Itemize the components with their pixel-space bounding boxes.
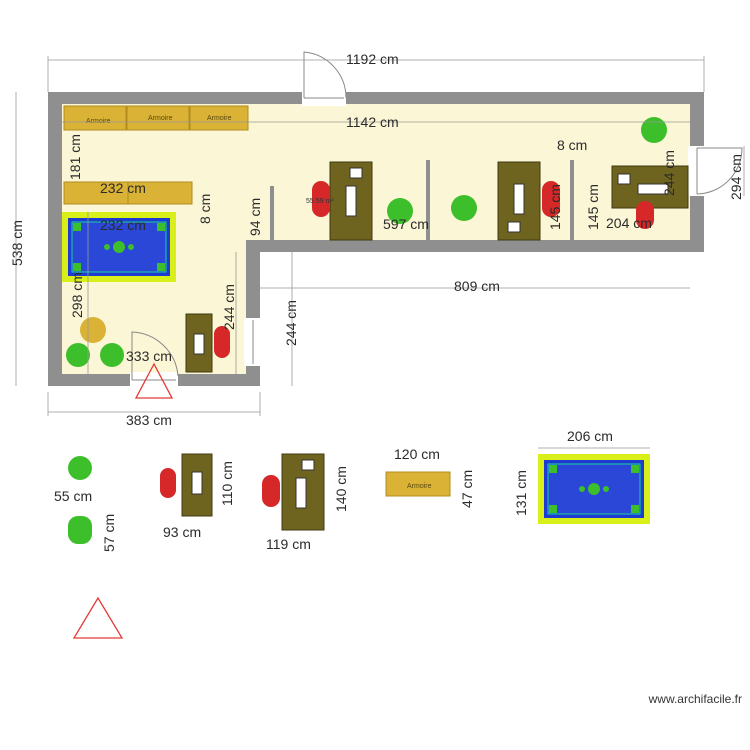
dim-height-244-b: 244 cm [283,300,299,346]
partition-2 [426,160,430,240]
dim-inner-width: 1142 cm [346,114,399,130]
legend-desk-large-width: 119 cm [266,536,311,552]
dim-door-333: 333 cm [126,348,172,364]
top-door-swing [303,51,347,99]
legend-desk-small-height: 110 cm [219,461,235,506]
chair-red-3 [542,181,560,217]
dim-right-door: 294 cm [728,154,744,200]
dim-cabinet-bottom: 232 cm [100,217,146,233]
chair-red-4 [636,201,654,229]
legend-rug-height: 131 cm [513,470,529,516]
desk-right-office[interactable] [611,165,689,229]
legend-cabinet[interactable]: Armoire 120 cm 47 cm [385,446,475,508]
legend-chair-55[interactable]: 55 cm [54,456,92,504]
rug-plan[interactable] [62,212,176,282]
chair-red-1 [214,326,230,358]
legend-rug-width: 206 cm [567,428,613,444]
dim-height-298: 298 cm [69,272,85,318]
dim-desk-right-depth: 244 cm [661,150,677,196]
legend-chair-57[interactable]: 57 cm [68,514,117,552]
dim-partition: 8 cm [557,137,587,153]
dim-cabinet-top: 232 cm [100,180,146,196]
legend-chair-57-label: 57 cm [101,514,117,552]
cabinet-row-middle[interactable] [63,181,193,205]
dim-wall-94: 94 cm [247,198,263,236]
dim-height-total: 538 cm [9,220,25,266]
desk-center[interactable]: 55.59 m² [306,161,373,241]
watermark: www.archifacile.fr [648,692,742,706]
right-door-swing [696,147,743,195]
armoire-label-1: Armoire [86,118,111,125]
dimension-lines [15,56,745,416]
round-table [80,317,106,343]
dim-wall-8: 8 cm [197,194,213,224]
warning-triangle-plan [134,362,174,399]
green-chairs-plan[interactable] [66,117,667,367]
armoire-label-3: Armoire [207,115,232,122]
dim-bottom-383: 383 cm [126,412,172,428]
legend-desk-small-width: 93 cm [163,524,201,540]
dim-height-244-a: 244 cm [221,284,237,330]
dim-height-181: 181 cm [67,134,83,180]
cabinet-row-top[interactable]: Armoire Armoire Armoire [63,105,249,131]
legend-desk-small[interactable]: 110 cm 93 cm [160,453,235,540]
legend-chair-55-label: 55 cm [54,488,92,504]
legend-cabinet-armoire: Armoire [407,483,432,490]
partition-1 [270,186,274,240]
partition-3 [570,160,574,240]
area-label: 55.59 m² [306,198,334,205]
legend-warning-triangle[interactable] [72,596,124,639]
dim-length-809: 809 cm [454,278,500,294]
dim-desk-right-width: 204 cm [606,215,652,231]
dim-office-wall: 145 cm [547,184,563,230]
dim-top-width: 1192 cm [346,51,399,67]
legend-rug[interactable]: 206 cm 131 cm [513,428,650,524]
legend-cabinet-width: 120 cm [394,446,440,462]
dim-middle-span: 597 cm [383,216,429,232]
legend-cabinet-height: 47 cm [459,470,475,508]
chair-red-2 [312,181,330,217]
bottom-door-swing [131,331,179,380]
legend-desk-large[interactable]: 140 cm 119 cm [262,453,349,552]
armoire-label-2: Armoire [148,115,173,122]
desk-middle-right[interactable] [497,161,560,241]
desk-left-office[interactable] [185,313,230,373]
legend-desk-large-height: 140 cm [333,466,349,512]
dim-office-wall-2: 145 cm [585,184,601,230]
